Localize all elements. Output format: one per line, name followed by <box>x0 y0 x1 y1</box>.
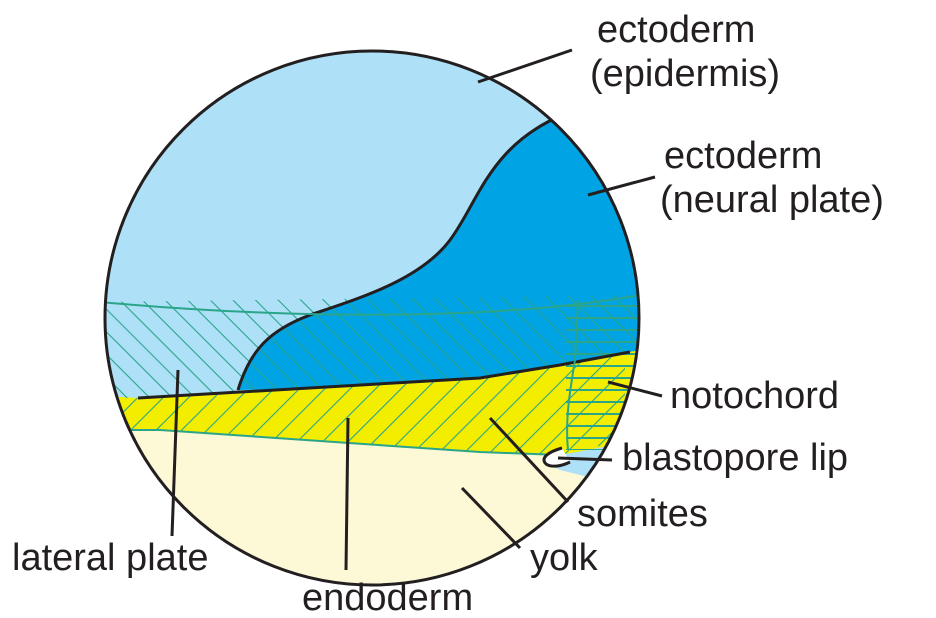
label-ectoderm-neural-line1: ectoderm <box>664 135 822 177</box>
label-ectoderm-neural-line2: (neural plate) <box>660 179 884 221</box>
label-ectoderm-epidermis-line2: (epidermis) <box>590 53 780 95</box>
label-lateral-plate: lateral plate <box>12 537 208 579</box>
leader-epidermis <box>478 50 572 82</box>
label-blastopore-lip: blastopore lip <box>622 437 848 479</box>
label-notochord: notochord <box>670 375 839 417</box>
label-endoderm: endoderm <box>302 577 473 618</box>
label-ectoderm-epidermis-line1: ectoderm <box>597 9 755 51</box>
leader-blastopore <box>558 458 612 460</box>
label-somites: somites <box>577 493 708 535</box>
label-yolk: yolk <box>530 537 599 579</box>
leader-endoderm <box>346 418 348 570</box>
